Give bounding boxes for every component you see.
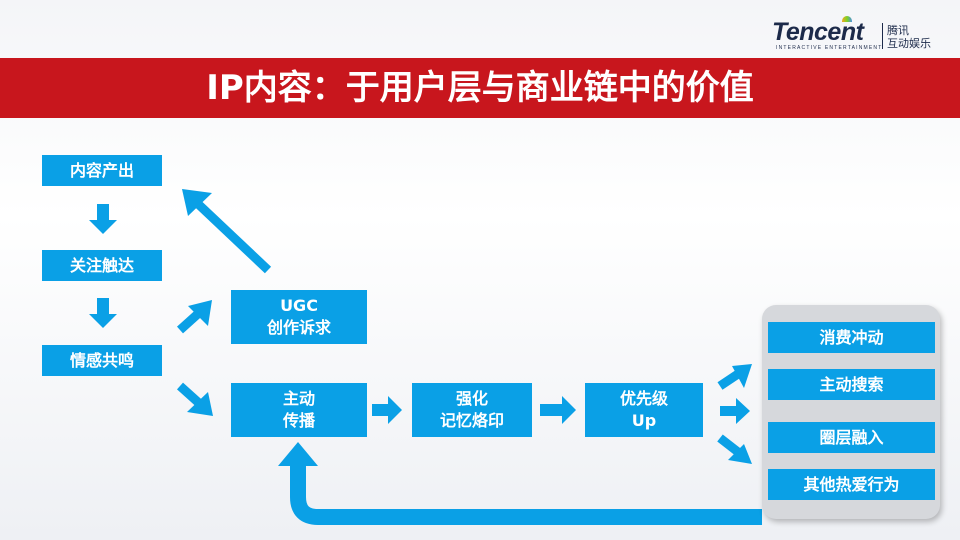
flow-box-reach: 关注触达 — [42, 250, 162, 281]
title-bar: IP内容：于用户层与商业链中的价值 — [0, 58, 960, 118]
behavior-active-search: 主动搜索 — [768, 369, 935, 400]
active-spread-line2: 传播 — [282, 411, 315, 430]
feedback-loop-arrow-icon — [290, 462, 762, 525]
page-title: IP内容：于用户层与商业链中的价值 — [206, 68, 754, 108]
diagonal-up-arrow-icon — [182, 189, 272, 274]
memory-line1: 强化 — [455, 389, 488, 408]
down-arrow-icon — [89, 204, 117, 234]
ugc-line2: 创作诉求 — [266, 318, 331, 337]
flow-box-resonance: 情感共鸣 — [42, 345, 162, 376]
flow-box-content-output: 内容产出 — [42, 155, 162, 186]
right-arrow-icon — [372, 396, 402, 424]
right-arrow-icon — [540, 396, 576, 424]
active-spread-line1: 主动 — [282, 389, 315, 408]
ugc-line1: UGC — [280, 296, 318, 315]
logo-cn: 腾讯 互动娱乐 — [887, 24, 947, 50]
fan-right-arrow-icon — [720, 398, 750, 424]
logo-text: Tencent — [772, 18, 864, 46]
fan-down-arrow-icon — [717, 434, 752, 464]
fan-up-arrow-icon — [717, 364, 752, 390]
memory-line2: 记忆烙印 — [439, 411, 504, 430]
logo-cn-line2: 互动娱乐 — [887, 37, 931, 50]
priority-line2: Up — [631, 411, 657, 430]
behavior-purchase-impulse: 消费冲动 — [768, 322, 935, 353]
behavior-other-fandom: 其他热爱行为 — [768, 469, 935, 500]
priority-line1: 优先级 — [619, 389, 668, 408]
diagonal-up-right-arrow-icon — [176, 300, 212, 334]
flow-box-ugc: UGC 创作诉求 — [231, 290, 367, 344]
logo-subtext: INTERACTIVE ENTERTAINMENT — [776, 45, 883, 51]
logo-divider — [882, 23, 883, 49]
logo-accent-icon — [842, 16, 852, 22]
behavior-circle-integration: 圈层融入 — [768, 422, 935, 453]
flow-box-active-spread: 主动 传播 — [231, 383, 367, 437]
flow-box-memory: 强化 记忆烙印 — [412, 383, 532, 437]
logo-cn-line1: 腾讯 — [887, 24, 909, 37]
diagonal-down-right-arrow-icon — [176, 382, 213, 416]
feedback-loop-arrowhead-icon — [278, 442, 318, 466]
flow-box-priority: 优先级 Up — [585, 383, 703, 437]
down-arrow-icon — [89, 298, 117, 328]
